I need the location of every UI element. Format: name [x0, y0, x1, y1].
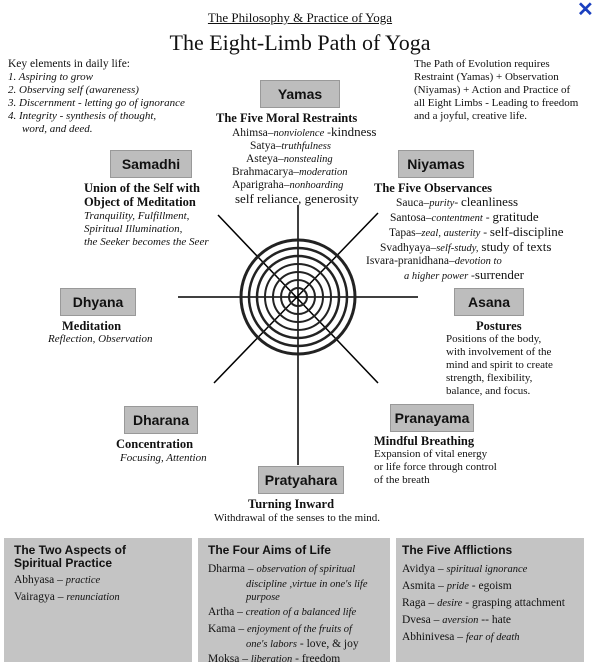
- panel-row: Abhyasa – practice: [14, 574, 101, 586]
- yamas-item: Satya–truthfulness: [250, 140, 331, 152]
- limb-label-asana: Asana: [454, 288, 524, 316]
- panel-five-afflictions: The Five Afflictions Avidya – spiritual …: [396, 538, 584, 662]
- evolution-line: (Niyamas) + Action and Practice of: [414, 84, 571, 96]
- panel-row: Asmita – pride - egoism: [402, 580, 512, 592]
- panel-two-aspects: The Two Aspects of Spiritual Practice Ab…: [4, 538, 192, 662]
- panel-row-cont: one's labors - love, & joy: [246, 638, 359, 650]
- yamas-item: Ahimsa–nonviolence -kindness: [232, 124, 377, 139]
- evolution-line: all Eight Limbs - Leading to freedom: [414, 97, 579, 109]
- dharana-desc: Focusing, Attention: [120, 452, 207, 464]
- pratyahara-desc: Withdrawal of the senses to the mind.: [214, 512, 381, 524]
- panel-row-cont: discipline ,virtue in one's life purpose: [246, 579, 368, 603]
- panel-row: Dharma – observation of spiritual: [208, 563, 356, 575]
- limb-label-yamas: Yamas: [260, 80, 340, 108]
- yamas-item: Brahmacarya–moderation: [232, 166, 348, 178]
- key-element-item: 1. Aspiring to grow: [8, 71, 93, 83]
- yamas-heading: The Five Moral Restraints: [216, 111, 358, 125]
- dharana-heading: Concentration: [116, 437, 194, 451]
- niyamas-item: Svadhyaya–self-study, study of texts: [380, 239, 552, 254]
- panel-row: Moksa – liberation - freedom: [208, 653, 341, 665]
- panel-row: Raga – desire - grasping attachment: [402, 597, 565, 609]
- yamas-list: Ahimsa–nonviolence -kindness Satya–truth…: [232, 125, 376, 205]
- page-title: The Eight-Limb Path of Yoga: [169, 30, 431, 55]
- panel-heading: The Five Afflictions: [402, 543, 513, 557]
- evolution-line: The Path of Evolution requires: [414, 58, 550, 70]
- asana-desc: Positions of the body, with involvement …: [446, 333, 553, 397]
- asana-heading: Postures: [476, 319, 522, 333]
- niyamas-item: Tapas–zeal, austerity - self-discipline: [389, 224, 564, 239]
- yamas-item: Asteya–nonstealing: [246, 153, 333, 165]
- key-elements-heading: Key elements in daily life:: [8, 58, 130, 70]
- niyamas-list: Sauca–purity- cleanliness Santosa–conten…: [366, 195, 564, 283]
- niyamas-item: Santosa–contentment - gratitude: [390, 209, 539, 224]
- panel-row: Dvesa – aversion -- hate: [402, 614, 511, 626]
- panel-row: Avidya – spiritual ignorance: [402, 563, 528, 575]
- wheel-center-rings: [239, 238, 357, 356]
- key-element-item: 4. Integrity - synthesis of thought,: [8, 110, 157, 122]
- yamas-note: self reliance, generosity: [235, 191, 359, 206]
- panel-row: Artha – creation of a balanced life: [208, 606, 357, 618]
- pranayama-desc: Expansion of vital energy or life force …: [374, 448, 497, 486]
- panel-row: Vairagya – renunciation: [14, 591, 120, 603]
- key-element-item: word, and deed.: [22, 123, 93, 135]
- limb-label-pranayama: Pranayama: [390, 404, 474, 432]
- limb-label-dhyana: Dhyana: [60, 288, 136, 316]
- niyamas-item: Isvara-pranidhana–devotion to: [366, 255, 502, 267]
- limb-label-niyamas: Niyamas: [398, 150, 474, 178]
- limb-label-dharana: Dharana: [124, 406, 198, 434]
- limb-label-samadhi: Samadhi: [110, 150, 192, 178]
- pranayama-heading: Mindful Breathing: [374, 434, 475, 448]
- niyamas-item-cont: a higher power -surrender: [404, 267, 524, 282]
- samadhi-desc: Tranquility, Fulfillment, Spiritual Illu…: [84, 210, 209, 248]
- niyamas-item: Sauca–purity- cleanliness: [396, 194, 519, 209]
- pratyahara-heading: Turning Inward: [248, 497, 335, 511]
- evolution-block: The Path of Evolution requires Restraint…: [414, 58, 578, 123]
- panel-heading: The Four Aims of Life: [208, 543, 331, 557]
- wheel-spoke: [213, 212, 379, 384]
- evolution-line: Restraint (Yamas) + Observation: [414, 71, 559, 83]
- evolution-line: and a joyful, creative life.: [414, 110, 528, 122]
- samadhi-heading: Union of the Self with Object of Meditat…: [84, 181, 200, 209]
- dhyana-heading: Meditation: [62, 319, 122, 333]
- panel-heading: The Two Aspects of Spiritual Practice: [14, 543, 127, 570]
- key-element-item: 3. Discernment - letting go of ignorance: [8, 97, 185, 109]
- panel-row: Abhinivesa – fear of death: [402, 631, 520, 643]
- panel-row: Kama – enjoyment of the fruits of: [208, 623, 352, 635]
- key-elements-block: Key elements in daily life: 1. Aspiring …: [8, 58, 185, 136]
- wheel-spoke: [217, 214, 379, 384]
- yamas-item: Aparigraha–nonhoarding: [232, 179, 344, 191]
- limb-label-pratyahara: Pratyahara: [258, 466, 344, 494]
- close-icon[interactable]: ✕: [577, 0, 594, 21]
- niyamas-heading: The Five Observances: [374, 181, 493, 195]
- panel-four-aims: The Four Aims of Life Dharma – observati…: [198, 538, 390, 665]
- page-subtitle: The Philosophy & Practice of Yoga: [207, 10, 393, 25]
- dhyana-desc: Reflection, Observation: [48, 333, 153, 345]
- key-element-item: 2. Observing self (awareness): [8, 84, 139, 96]
